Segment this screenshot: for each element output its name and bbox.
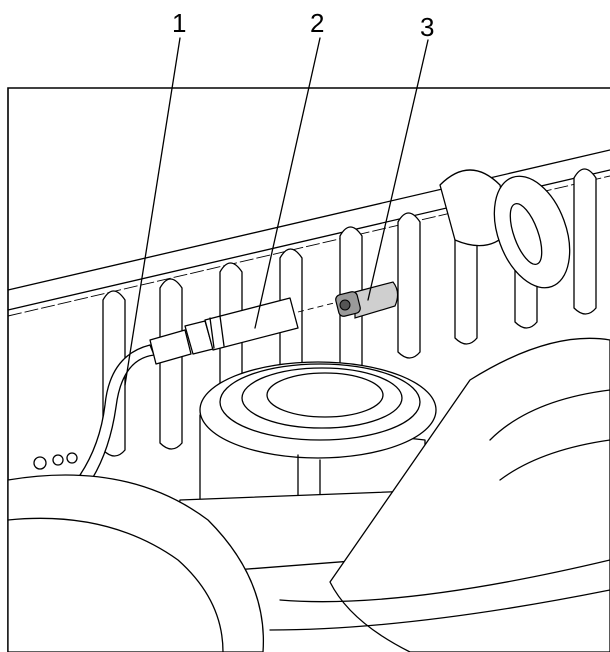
callout-3: 3 [420, 12, 434, 42]
leader-line-3 [367, 39, 429, 301]
housing [174, 361, 506, 571]
plug [335, 281, 399, 319]
leader-line-2 [254, 37, 321, 329]
leader-line-1 [124, 37, 181, 386]
round-connector [439, 169, 571, 289]
drum [7, 452, 265, 652]
callout-2: 2 [310, 8, 324, 38]
sensor [204, 297, 299, 351]
motor [269, 337, 610, 652]
callout-1: 1 [172, 8, 186, 38]
drawing-frame [7, 87, 610, 652]
cable [79, 320, 214, 480]
centerline [297, 301, 339, 313]
